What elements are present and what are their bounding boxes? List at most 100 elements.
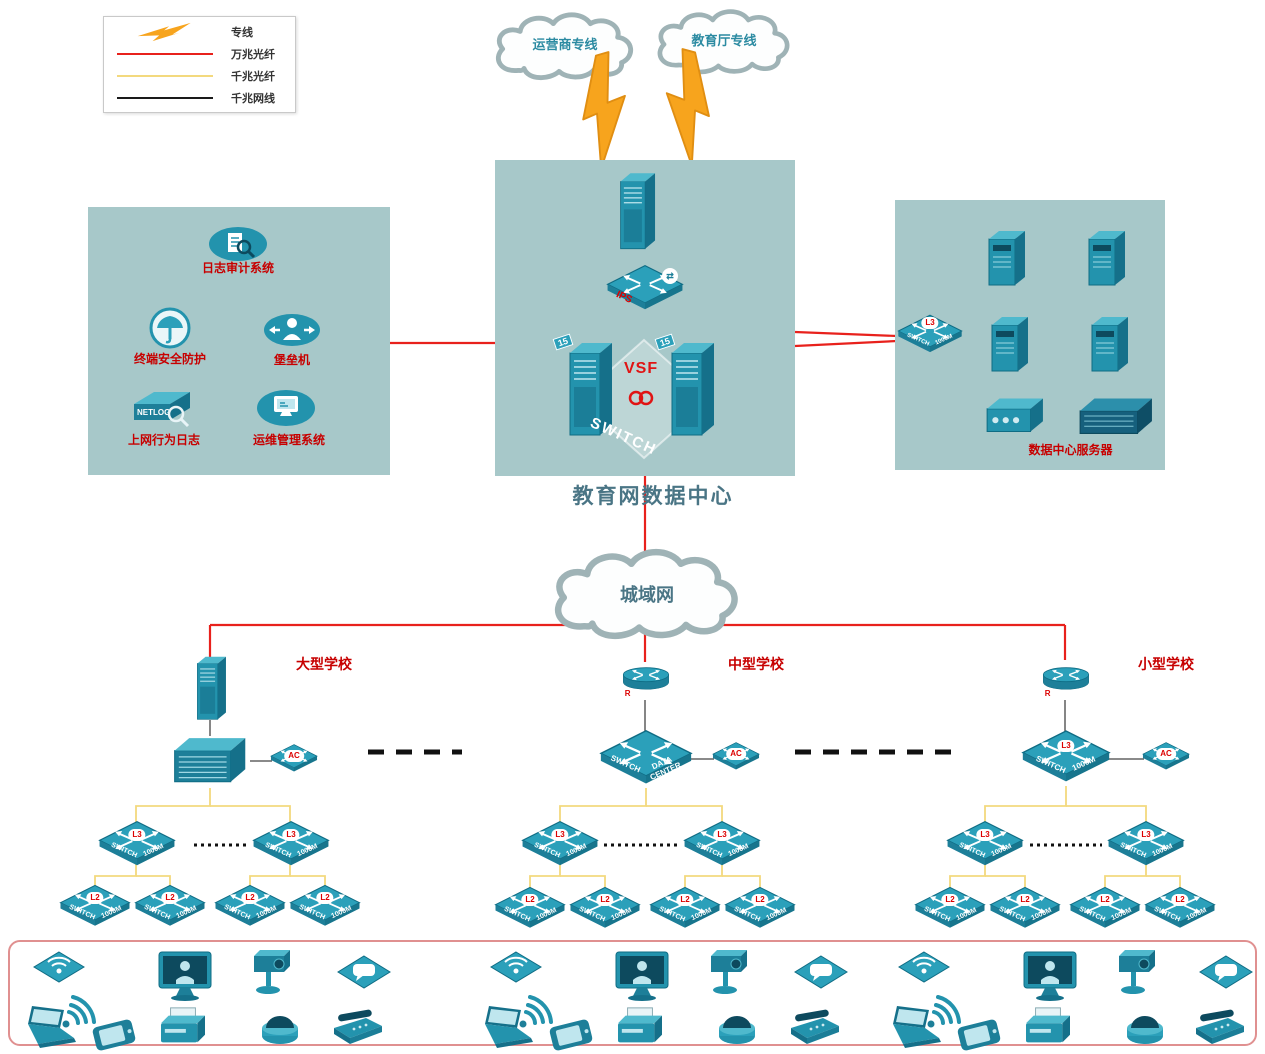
log-audit-icon (208, 226, 268, 262)
firewall-device (612, 170, 662, 252)
black-line-legend-icon (116, 97, 213, 99)
cloud-education: 教育厅专线 (645, 5, 803, 80)
smartphone-icon (955, 1018, 1003, 1052)
legend-row: 专线 (112, 21, 287, 43)
switch-badge: L3 (282, 829, 300, 841)
switch-badge: L2 (751, 893, 769, 906)
medium-school-router: R (619, 658, 673, 701)
core-server-right: 15 (654, 333, 720, 442)
ac-badge: AC (1156, 747, 1176, 760)
wlan-ap-icon (897, 950, 951, 984)
pc-monitor-icon (1021, 950, 1079, 1002)
large-school-core-switch (170, 734, 252, 788)
switch-badge: L2 (1171, 893, 1189, 906)
school-label-medium: 中型学校 (728, 656, 784, 672)
ac-badge: AC (726, 747, 746, 760)
switch-badge: L2 (596, 893, 614, 906)
ptz-camera-icon (248, 948, 306, 998)
fax-phone-icon (787, 1009, 843, 1050)
legend-label: 专线 (231, 27, 253, 39)
server-tower (1083, 228, 1131, 290)
ac-badge: AC (284, 749, 304, 762)
chat-device-icon (1198, 954, 1254, 990)
switch-badge: L2 (316, 891, 334, 904)
endpoint-strip (8, 940, 1257, 1046)
cloud-education-label: 教育厅专线 (691, 33, 757, 48)
server-tower (983, 228, 1031, 290)
printer-icon (611, 1006, 669, 1050)
server-tower (986, 314, 1034, 376)
switch-badge: L2 (1016, 893, 1034, 906)
switch-badge: L2 (1096, 893, 1114, 906)
arrows-circle-icon: ⇄ (662, 268, 678, 284)
printer-icon (154, 1006, 212, 1050)
chat-device-icon (336, 954, 392, 990)
bastion-icon (263, 312, 321, 348)
ops-mgmt-icon (256, 388, 316, 428)
pc-monitor-icon (613, 950, 671, 1002)
wlan-ap-icon (489, 950, 543, 984)
storage-array (983, 394, 1045, 436)
switch-badge: L3 (1137, 829, 1155, 841)
server-box-title: 数据中心服务器 (1028, 443, 1113, 457)
legend-label: 千兆网线 (231, 93, 275, 105)
large-school-gateway (190, 654, 232, 722)
legend-row: 千兆网线 (112, 87, 287, 109)
red-line-legend-icon (116, 53, 213, 55)
yellow-line-legend-icon (116, 75, 213, 77)
school-label-large: 大型学校 (296, 656, 352, 672)
ptz-camera-icon (705, 948, 763, 998)
legend: 专线 万兆光纤 千兆光纤 千兆网线 (103, 16, 296, 113)
smartphone-icon (90, 1018, 138, 1052)
legend-label: 万兆光纤 (231, 49, 275, 61)
ptz-camera-icon (1113, 948, 1171, 998)
legend-label: 千兆光纤 (231, 71, 275, 83)
ac-controller: AC (712, 740, 760, 774)
dome-camera-icon (258, 1002, 302, 1048)
cloud-carrier: 运营商专线 (485, 8, 645, 86)
cloud-carrier-label: 运营商专线 (532, 37, 598, 52)
switch-badge: L2 (241, 891, 259, 904)
switch-badge: L2 (521, 893, 539, 906)
terminal-security-label: 终端安全防护 (133, 352, 206, 366)
chat-device-icon (793, 954, 849, 990)
printer-icon (1019, 1006, 1077, 1050)
cloud-man: 城域网 (533, 543, 761, 647)
ips-device: IPS ⇄ (606, 262, 684, 316)
smartphone-icon (547, 1018, 595, 1052)
router-badge: R (620, 688, 635, 701)
legend-row: 万兆光纤 (112, 43, 287, 65)
switch-badge: L3 (713, 829, 731, 841)
vsf-link-icon (626, 390, 656, 406)
ac-controller: AC (1142, 740, 1190, 774)
netlog-text: NETLOG (137, 408, 170, 417)
switch-badge: L2 (161, 891, 179, 904)
pc-monitor-icon (156, 950, 214, 1002)
switch-badge: L3 (551, 829, 569, 841)
vsf-label: VSF (624, 360, 659, 377)
server-tower (1086, 314, 1134, 376)
school-label-small: 小型学校 (1138, 656, 1194, 672)
legend-row: 千兆光纤 (112, 65, 287, 87)
switch-badge: L2 (941, 893, 959, 906)
switch-badge: L3 (921, 317, 939, 330)
bastion-label: 堡垒机 (273, 353, 310, 367)
rack-switch (1076, 394, 1154, 438)
